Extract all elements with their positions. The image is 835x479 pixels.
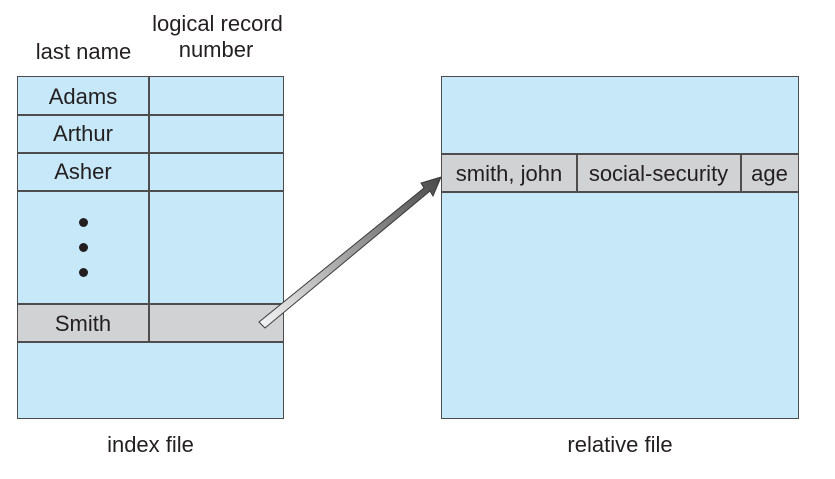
index-row-arthur: Arthur [18,115,148,153]
record-field-social-security: social-security [588,160,729,186]
record-top-border [442,153,798,155]
index-file-box [17,76,284,419]
column-divider [148,77,150,342]
index-file-caption: index file [107,432,194,457]
arrow-shaft-and-head [258,176,442,329]
row-divider [18,341,283,343]
last-name-value: Smith [54,310,112,336]
field-divider [576,154,578,192]
last-name-value: Adams [48,83,118,109]
header-last-name: last name [35,39,132,64]
last-name-value: Arthur [53,121,113,146]
row-divider [18,190,283,192]
index-row-asher: Asher [18,153,148,191]
record-field-age: age [751,160,788,186]
header-logical-record: logical record number [130,11,305,63]
record-bottom-border [442,191,798,193]
record-row-highlight [442,154,798,192]
index-row-smith: Smith [18,305,148,342]
index-row-adams: Adams [18,78,148,115]
field-divider [740,154,742,192]
row-divider [18,152,283,154]
row-divider [18,303,283,305]
header-logical-record-line2: number [178,37,254,62]
row-divider [18,114,283,116]
relative-file-box [441,76,799,419]
record-field-name: smith, john [455,160,563,186]
last-name-value: Asher [54,159,112,184]
header-logical-record-line1: logical record [152,11,283,36]
smith-row-highlight [18,304,283,342]
relative-file-caption: relative file [567,432,673,457]
